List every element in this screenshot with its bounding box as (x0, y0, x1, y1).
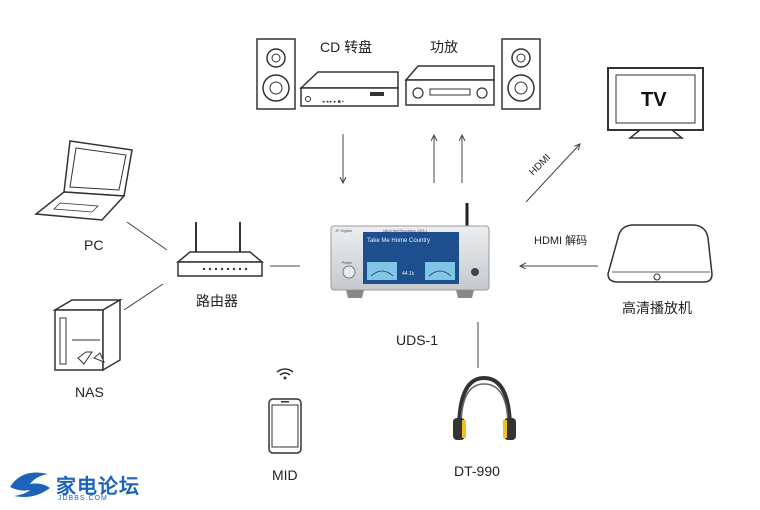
headphones-icon (453, 375, 516, 440)
connection-lines (123, 134, 598, 368)
device-rate: 44.1k (402, 271, 415, 277)
label-dt990: DT-990 (454, 463, 500, 479)
svg-text:◂ ◂ ▸ ▸ ■ ▪: ◂ ◂ ▸ ▸ ■ ▪ (322, 99, 344, 105)
label-nas: NAS (75, 384, 104, 400)
tv-icon (607, 67, 704, 139)
label-cd: CD 转盘 (320, 39, 372, 55)
label-hdmi: HDMI (527, 152, 553, 178)
line-nas-router (123, 283, 164, 311)
label-amp: 功放 (430, 39, 458, 55)
uds-1-device: JF Digital Ultra High Resolution UDS-1 T… (330, 203, 490, 298)
device-brand: JF Digital (335, 228, 352, 233)
nas-icon (52, 298, 123, 372)
label-hdmi-decode: HDMI 解码 (534, 233, 587, 247)
headphone-jack-icon (471, 268, 479, 276)
label-router: 路由器 (196, 293, 238, 309)
router-icon (175, 222, 265, 277)
device-power-label: Power (342, 261, 353, 265)
laptop-icon (34, 140, 133, 221)
hd-player-icon (607, 224, 713, 283)
label-mid: MID (272, 467, 298, 483)
logo-url: JDBBS.COM (58, 495, 108, 502)
amplifier-icon (404, 65, 495, 106)
device-model-line: Ultra High Resolution UDS-1 (383, 229, 428, 233)
device-track: Take Me Home Country (367, 238, 430, 244)
label-pc: PC (84, 237, 103, 253)
cd-transport-icon: ◂ ◂ ▸ ▸ ■ ▪ (299, 71, 399, 107)
mid-tablet-icon (268, 398, 302, 454)
jdbbs-logo-icon (10, 472, 50, 497)
speaker-left-icon (256, 38, 296, 110)
label-tv: TV (641, 89, 667, 111)
label-uds: UDS-1 (396, 332, 438, 348)
wifi-icon (276, 368, 294, 380)
speaker-right-icon (501, 38, 541, 110)
power-knob-icon (342, 265, 356, 279)
logo-name: 家电论坛 (56, 474, 140, 498)
line-pc-router (126, 221, 168, 251)
label-player: 高清播放机 (622, 300, 692, 316)
arrow-hdmi-to-tv (525, 144, 580, 203)
